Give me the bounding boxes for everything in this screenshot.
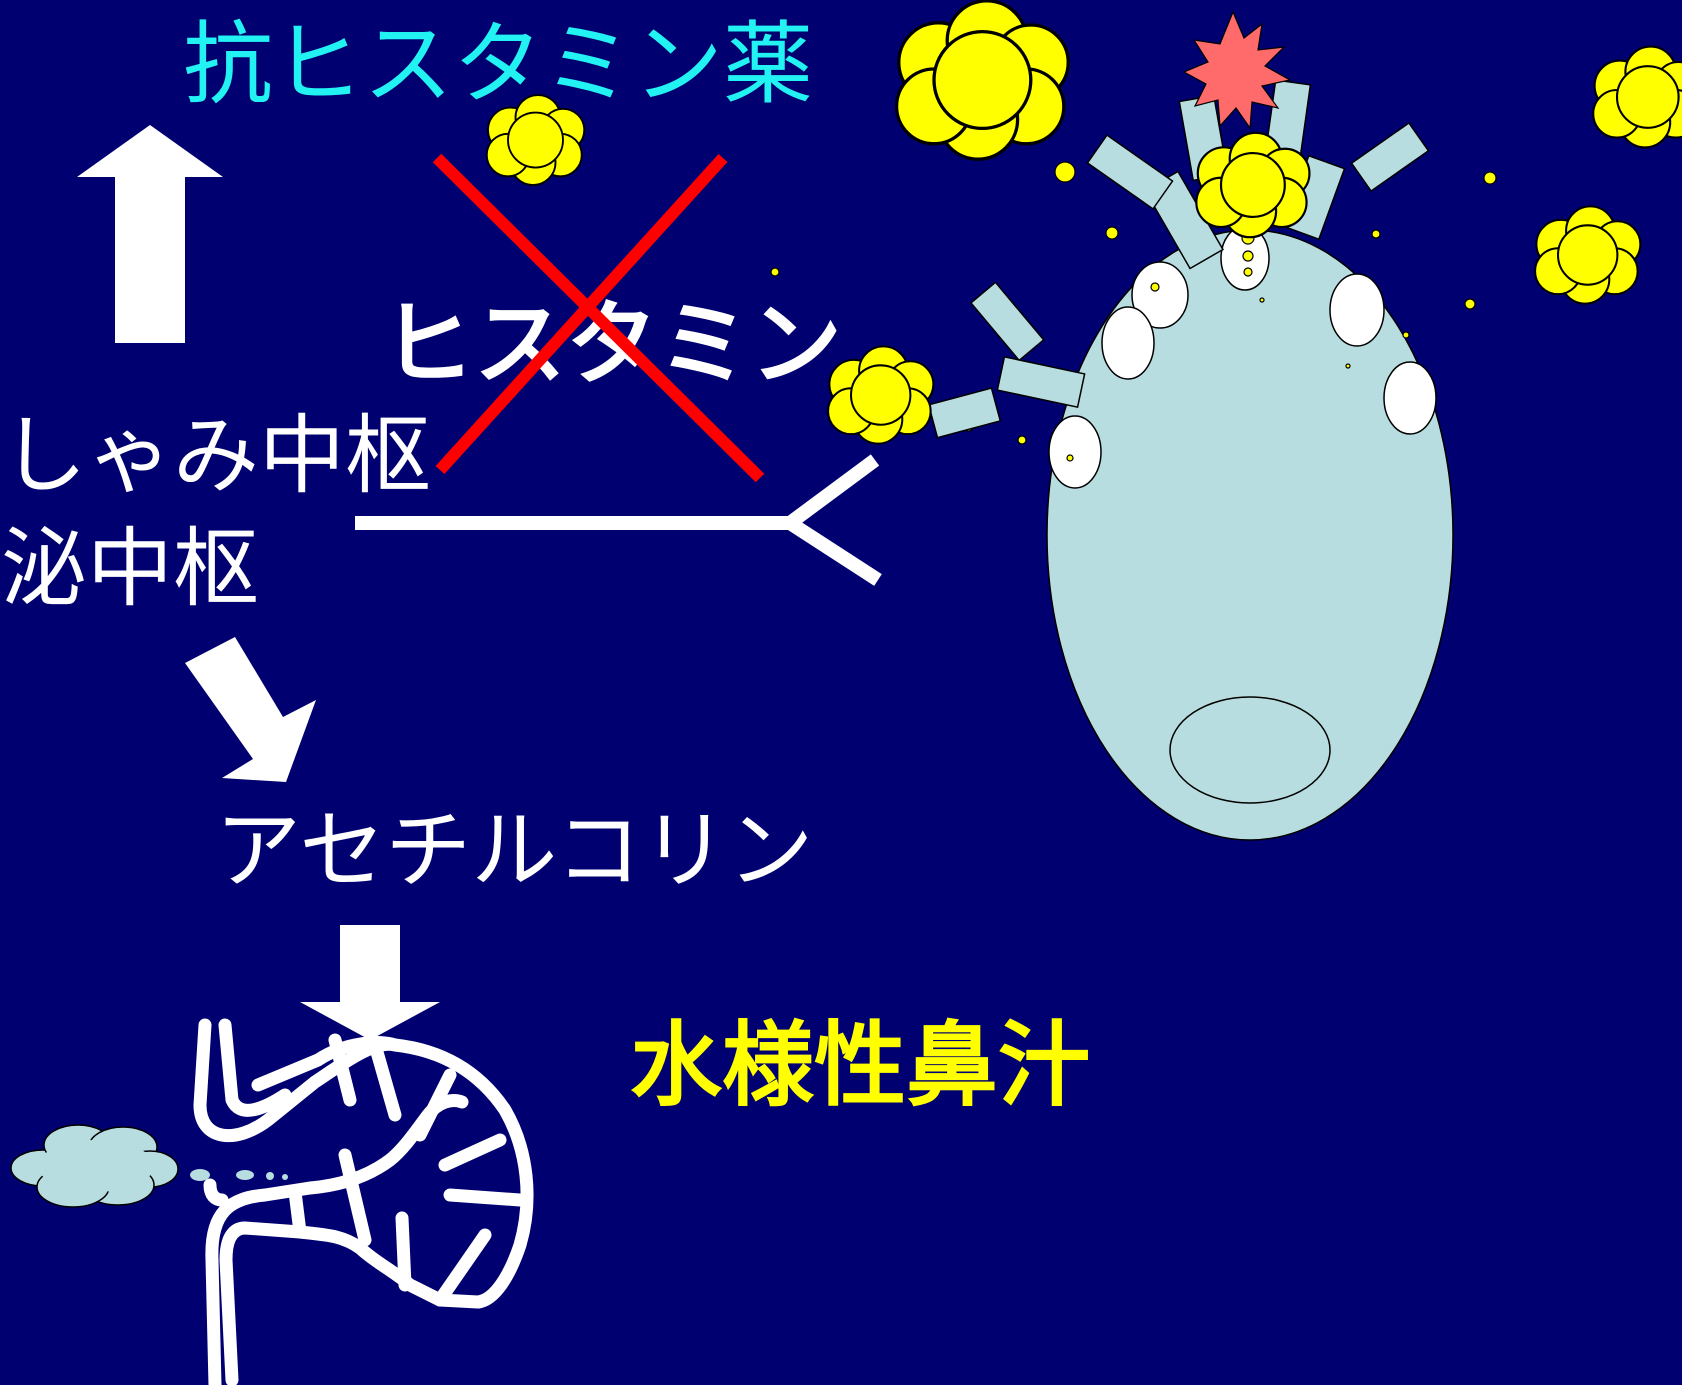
- antihistamine-label: 抗ヒスタミン薬: [183, 12, 813, 117]
- pollen-icon: [1592, 45, 1682, 149]
- cell-nucleus: [1169, 696, 1331, 804]
- acetylcholine-label: アセチルコリン: [215, 801, 814, 901]
- secretion-droplet: [236, 1170, 254, 1180]
- diagonal-arrow-icon: [185, 637, 316, 782]
- red-x-icon: [432, 153, 765, 483]
- pollen-icon: [827, 345, 935, 445]
- down-arrow-icon: [300, 925, 440, 1040]
- granules: [1048, 225, 1437, 489]
- sneeze-center-label: くしゃみ中枢: [0, 406, 431, 506]
- histamine-label: ヒスタミン: [382, 291, 842, 398]
- watery-rhinorrhea-label: 水様性鼻汁: [630, 1012, 1090, 1119]
- pollen-icon: [894, 0, 1070, 161]
- up-arrow-icon: [77, 125, 223, 343]
- secretion-center-label: 分泌中枢: [0, 519, 259, 619]
- mediator-release-burst-icon: [1182, 10, 1292, 130]
- blue-cloud-icon: [10, 1124, 179, 1208]
- nasal-gland-icon: [193, 1018, 534, 1385]
- nerve-ending-icon: [777, 454, 882, 586]
- pollen-icon: [1534, 205, 1642, 305]
- secretion-droplet: [190, 1169, 210, 1181]
- secretion-droplet: [266, 1172, 274, 1180]
- secretion-droplet: [282, 1174, 288, 1180]
- ige-antibodies: [927, 79, 1430, 439]
